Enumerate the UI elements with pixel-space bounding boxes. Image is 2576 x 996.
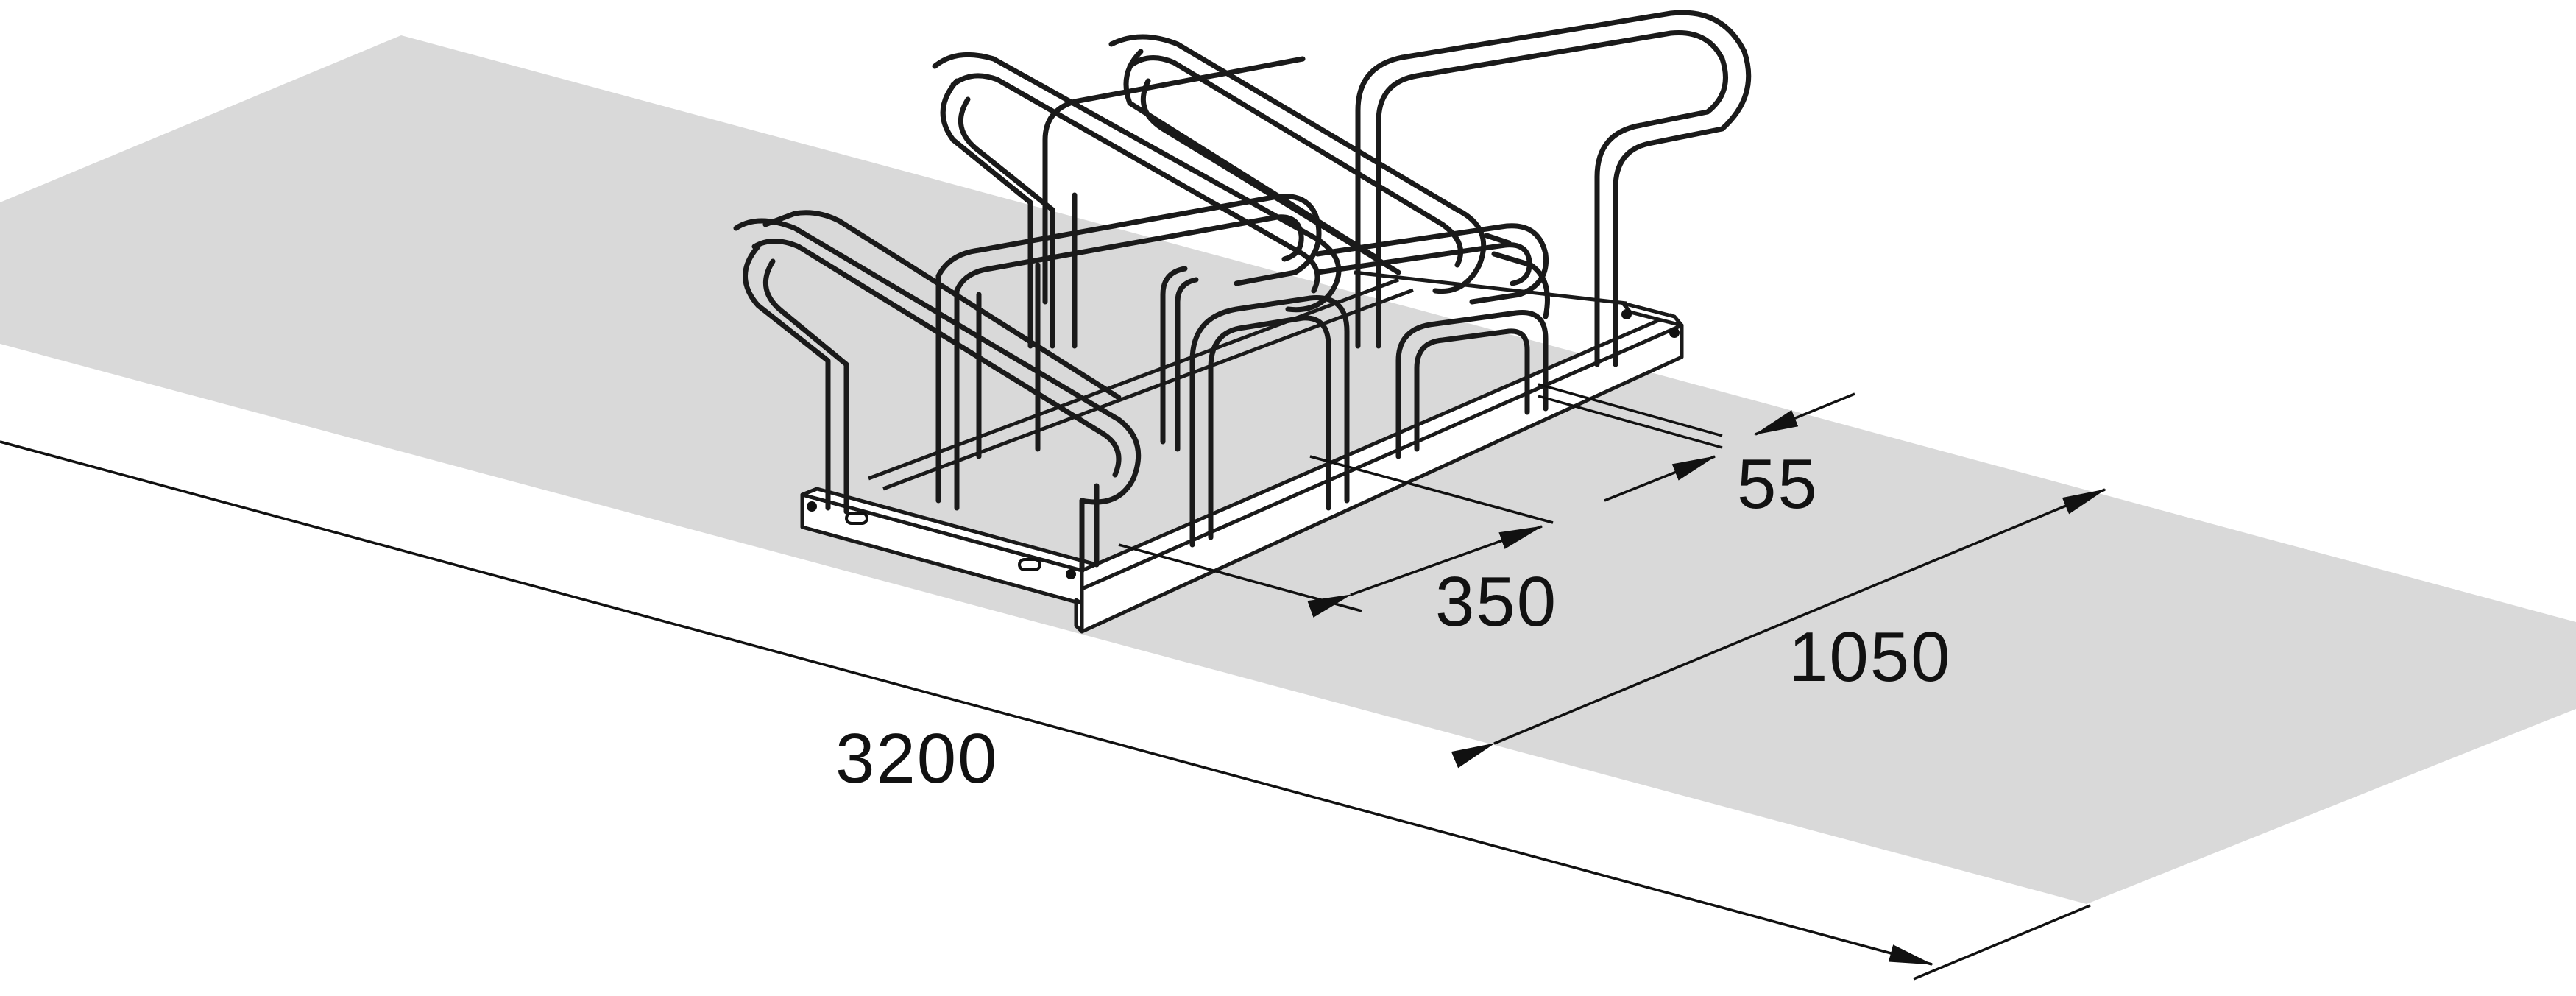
dimension-annotations: [0, 383, 2106, 981]
dimension-3200-label: 3200: [835, 719, 999, 798]
dimension-350-label: 350: [1435, 562, 1557, 641]
dimension-1050-label: 1050: [1788, 618, 1952, 696]
slot-hole-2: [1018, 558, 1041, 571]
dimension-1050-arrow: [1451, 488, 2106, 769]
dimension-3200-line: [0, 440, 1933, 966]
bolt-hole-3: [1621, 309, 1632, 319]
tube-back-loop-1: [1355, 10, 1752, 367]
tube-back-loop-3: [932, 52, 1342, 349]
bolt-hole-2: [1066, 569, 1076, 579]
tube-front-loop-right: [1395, 233, 1550, 459]
dimension-55-label: 55: [1737, 445, 1819, 523]
bolt-hole-4: [1669, 328, 1680, 338]
floor-area: [0, 35, 2576, 904]
tube-front-loop-middle: [1160, 266, 1350, 548]
dimension-55-arrow-right: [1754, 392, 1855, 436]
slot-hole-1: [845, 512, 868, 525]
rack-tubes: [733, 10, 1752, 573]
bolt-hole-1: [807, 501, 817, 512]
rack-base-frame: [800, 270, 1684, 634]
tube-front-loop-left: [733, 210, 1142, 573]
